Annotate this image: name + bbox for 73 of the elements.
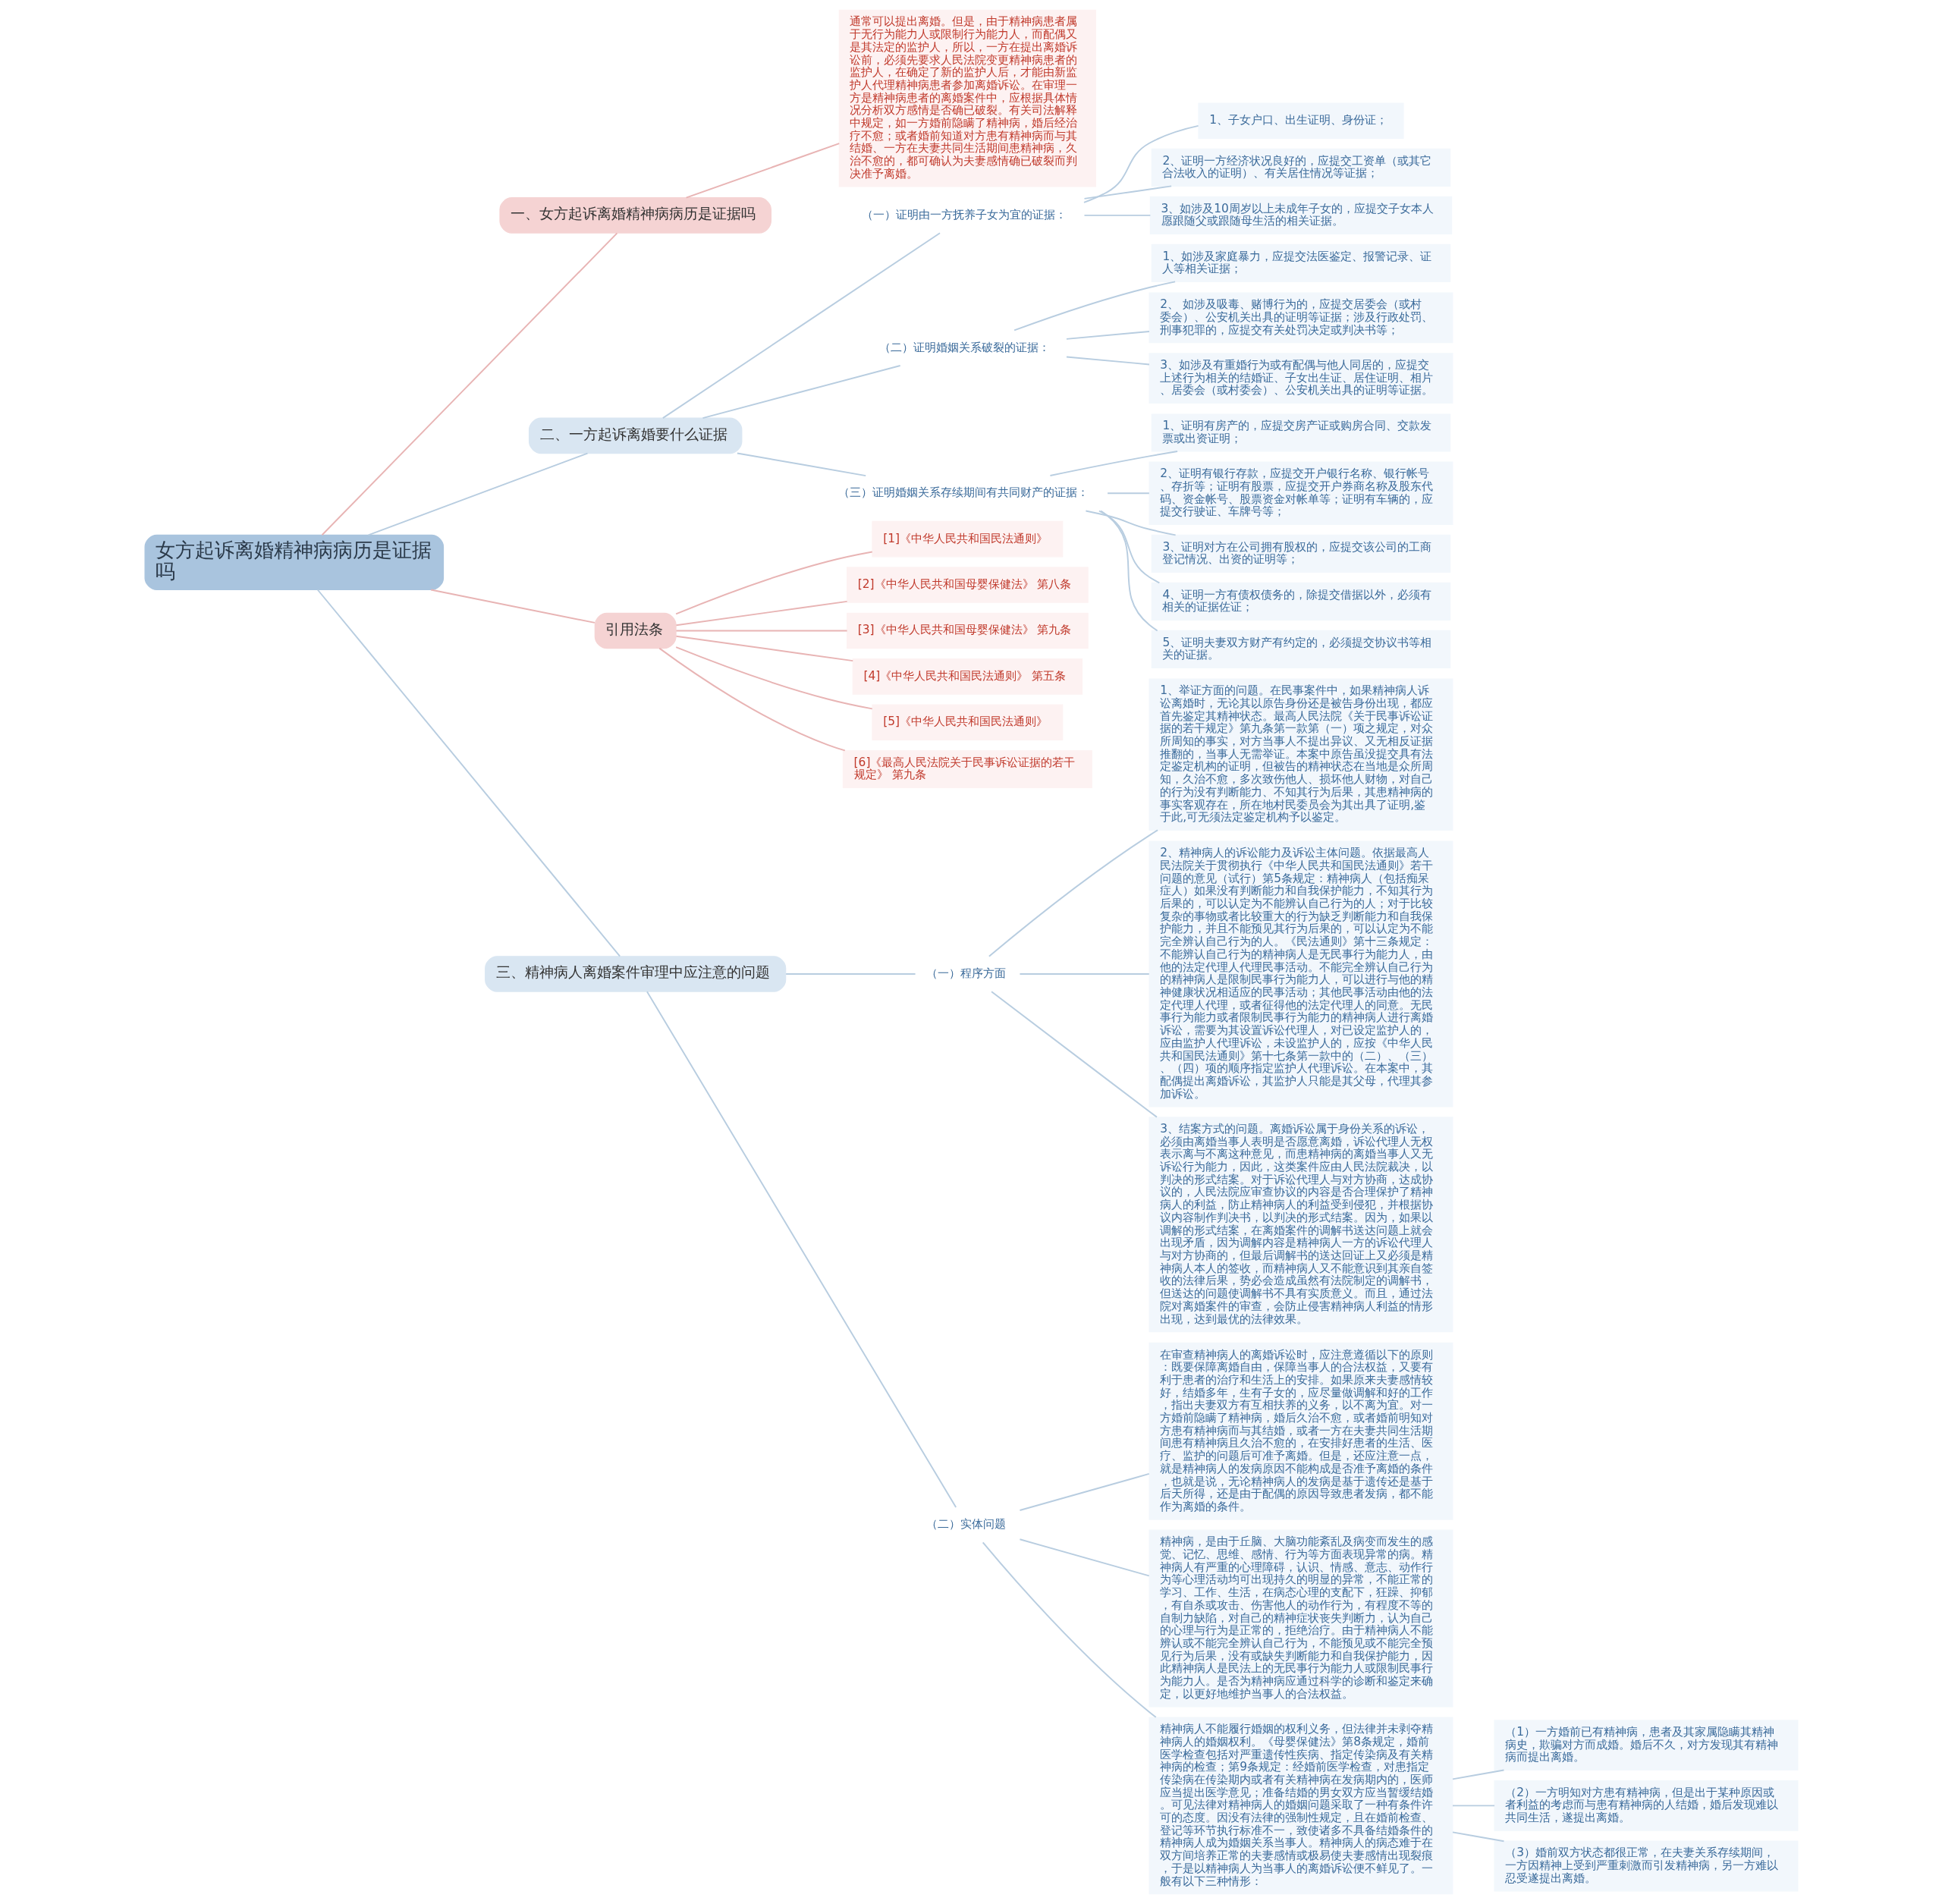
connector (1065, 356, 1150, 366)
node-text: （一）证明由一方抚养子女为宜的证据： (861, 207, 1067, 222)
connector (675, 600, 848, 627)
connector (646, 991, 957, 1508)
node-box: 2、证明一方经济状况良好的，应提交工资单（或其它合法收入的证明）、有关居住情况等证据； (1151, 148, 1450, 187)
connector (661, 232, 941, 419)
connector (1019, 1538, 1150, 1577)
connector (429, 589, 595, 624)
node-box: 三、精神病人离婚案件审理中应注意的问题 (484, 956, 786, 992)
node-box: 3、如涉及10周岁以上未成年子女的，应提交子女本人愿跟随父或跟随母生活的相关证据。 (1149, 196, 1452, 234)
node-box: （2）一方明知对方患有精神病，但是出于某种原因或者利益的考虑而与患有精神病的人结婚，婚后发现难以共同生活，遂提出离婚。 (1493, 1780, 1798, 1831)
node-box: 在审查精神病人的离婚诉讼时，应注意遵循以下的原则：既要保障离婚自由，保障当事人的合法权益，又要有利于患者的治疗和生活上的安排。如果原来夫妻感情较好，结婚多年，生有子女的，应尽量做调解和好的工作，指出夫妻双方有互相扶养的义务，以不离为宜。对一方婚前隐瞒了精神病，婚后久治不愈，或者婚前明知对方患有精神病而与其结婚，或者一方在夫妻共同生活期间患有精神病且久治不愈的，在安排好患者的生活、医疗、监护的问题后可准予离婚。但是，还应注意一点，就是精神病人的发病原因不能构成是否准予离婚的条件，也就是说，无论精神病人的发病是基于遗传还是基于后天所得，还是由于配偶的原因导致患者发病，都不能作为离婚的条件。 (1148, 1342, 1453, 1520)
node-box: 5、证明夫妻双方财产有约定的，必须提交协议书等相关的证据。 (1151, 630, 1450, 668)
connector (658, 647, 846, 752)
connector (685, 143, 840, 199)
node-box: 3、证明对方在公司拥有股权的，应提交该公司的工商登记情况、出资的证明等； (1151, 534, 1450, 573)
node-text: （二）证明婚姻关系破裂的证据： (878, 340, 1050, 354)
connector (1084, 510, 1177, 536)
connector (736, 452, 866, 477)
node-box: 1、如涉及家庭暴力，应提交法医鉴定、报警记录、证人等相关证据； (1151, 243, 1450, 282)
node-box: 2、精神病人的诉讼能力及诉讼主体问题。依据最高人民法院关于贯彻执行《中华人民共和国民法通则》若干问题的意见（试行）第5条规定：精神病人（包括痴呆症人）如果没有判断能力和自我保护能力，不知其行为后果的，可以认定为不能辨认自己行为的人；对于比较复杂的事物或者比较重大的行为缺乏判断能力和自我保护能力，并且不能预见其行为后果的，可以认定为不能完全辨认自己行为的人。《民法通则》第十三条规定：不能辨认自己行为的精神病人是无民事行为能力人，由他的法定代理人代理民事活动。不能完全辨认自己行为的精神病人是限制民事行为能力人，可以进行与他的精神健康状况相适应的民事活动；其他民事活动由他的法定代理人代理，或者征得他的法定代理人的同意。无民事行为能力或者限制民事行为能力的精神病人进行离婚诉讼，需要为其设置诉讼代理人，对已设定监护人的，应由监护人代理诉讼，未设监护人的，应按《中华人民共和国民法通则》第十七条第一款中的（二）、（三）、（四）项的顺序指定监护人代理诉讼。在本案中，其配偶提出离婚诉讼，其监护人只能是其父母，代理其参加诉讼。 (1148, 840, 1453, 1108)
connector (1019, 1472, 1150, 1511)
node-box: 精神病，是由于丘脑、大脑功能紊乱及病变而发生的感觉、记忆、思维、感情、行为等方面表现异常的病。精神病人有严重的心理障碍，认识、情感、意志、动作行为等心理活动均可出现持久的明显的异常，不能正常的学习、工作、生活，在病态心理的支配下，狂躁、抑郁，有自杀或攻击、伤害他人的动作行为，有程度不等的自制力缺陷，对自己的精神症状丧失判断力，认为自己的心理与行为是正常的，拒绝治疗。由于精神病人不能辨认或不能完全辨认自己行为，不能预见或不能完全预见行为后果，没有或缺失判断能力和自我保护能力，因此精神病人是民法上的无民事行为能力人或限制民事行为能力人。是否为精神病应通过科学的诊断和鉴定来确定，以更好地维护当事人的合法权益。 (1148, 1529, 1453, 1708)
node-box: 4、证明一方有债权债务的，除提交借据以外，必须有相关的证据佐证； (1151, 582, 1450, 621)
connector (674, 551, 873, 615)
connector (1019, 972, 1150, 975)
node-box: 精神病人不能履行婚姻的权利义务，但法律并未剥夺精神病人的婚姻权利。《母婴保健法》第8条规定，婚前医学检查包括对严重遗传性疾病、指定传染病及有关精神病的检查；第9条规定：经婚前医学检查，对患指定传染病在传染期内或者有关精神病在发病期内的，医师应当提出医学意见；准备结婚的男女双方应当暂缓结婚。可见法律对精神病人的婚姻问题采取了一种有条件许可的态度。因没有法律的强制性规定，且在婚前检查、登记等环节执行标准不一，致使诸多不具备结婚条件的精神病人成为婚姻关系当事人。精神病人的病态难于在双方间培养正常的夫妻感情或极易使夫妻感情出现裂痕，于是以精神病人为当事人的离婚诉讼便不鲜见了。一般有以下三种情形： (1148, 1717, 1453, 1895)
connector (784, 972, 916, 975)
connector (988, 829, 1158, 957)
node-box: 3、结案方式的问题。离婚诉讼属于身份关系的诉讼，必须由离婚当事人表明是否愿意离婚，诉讼代理人无权表示离与不离这种意见，而患精神病的离婚当事人又无诉讼行为能力，因此，这类案件应由人民法院裁决，以判决的形式结案。对于诉讼代理人与对方协商，达成协议的，人民法院应审查协议的内容是否合理保护了精神病人的利益，防止精神病人的利益受到侵犯，并根据协议内容制作判决书，以判决的形式结案。因为，如果以调解的形式结案，在离婚案件的调解书送达问题上就会出现矛盾，因为调解内容是精神病人一方的诉讼代理人与对方协商的，但最后调解书的送达回证上又必须是精神病人本人的签收，而精神病人又不能意识到其亲自签收的法律后果，势必会造成虽然有法院制定的调解书，但送达的问题使调解书不具有实质意义。而且，通过法院对离婚案件的审查，会防止侵害精神病人利益的情形出现，达到最优的法律效果。 (1148, 1117, 1453, 1333)
node-box: [5]《中华人民共和国民法通则》 (871, 704, 1063, 741)
connector (1106, 492, 1150, 495)
connector (1451, 1769, 1504, 1780)
node-box: [1]《中华人民共和国民法通则》 (871, 520, 1063, 558)
node-box: [6]《最高人民法院关于民事诉讼证据的若干规定》 第九条 (842, 749, 1092, 789)
connector (1098, 510, 1160, 584)
node-box: 引用法条 (594, 612, 677, 649)
connector (321, 232, 617, 536)
connector (990, 991, 1158, 1118)
connector (367, 452, 588, 536)
connector (1049, 451, 1178, 476)
node-box: 1、子女户口、出生证明、身份证； (1197, 102, 1404, 139)
node-box: 2、证明有银行存款，应提交开户银行名称、银行帐号、存折等；证明有股票，应提交开户券商名称及股东代码、资金帐号、股票资金对帐单等；证明有车辆的，应提交行驶证、车牌号等； (1148, 461, 1453, 525)
node-box: 1、证明有房产的，应提交房产证或购房合同、交款发票或出资证明； (1151, 413, 1450, 452)
node-text: （三）证明婚姻关系存续期间有共同财产的证据： (837, 485, 1089, 500)
connector (982, 1541, 1157, 1718)
connector (1451, 1831, 1504, 1843)
node-box: 2、 如涉及吸毒、赌博行为的，应提交居委会（或村委会）、公安机关出具的证明等证据；涉及行政处罚、刑事犯罪的，应提交有关处罚决定或判决书等； (1148, 292, 1453, 344)
node-box: 3、如涉及有重婚行为或有配偶与他人同居的，应提交上述行为相关的结婚证、子女出生证、居住证明、相片、居委会（或村委会）、公安机关出具的证明等证据。 (1148, 353, 1453, 404)
connector (1065, 331, 1150, 340)
node-box: （1）一方婚前已有精神病，患者及其家属隐瞒其精神病史，欺骗对方而成婚。婚后不久，对方发现其有精神病而提出离婚。 (1493, 1720, 1798, 1771)
node-box: （3）婚前双方状态都很正常，在夫妻关系存续期间，一方因精神上受到严重刺激而引发精神病，另一方难以忍受遂提出离婚。 (1493, 1840, 1798, 1892)
connector (674, 646, 873, 710)
connector (1083, 185, 1172, 200)
connector (702, 365, 901, 419)
connector (1099, 510, 1158, 632)
connector (1083, 124, 1199, 203)
node-box: [2]《中华人民共和国母婴保健法》 第八条 (846, 567, 1089, 603)
node-box: 女方起诉离婚精神病病历是证据吗 (144, 534, 444, 591)
connector (316, 589, 621, 957)
connector (675, 630, 848, 632)
node-box: [3]《中华人民共和国母婴保健法》 第九条 (846, 612, 1089, 649)
connector (1083, 214, 1151, 216)
node-text: （一）程序方面 (925, 966, 1006, 980)
connector (1013, 281, 1176, 331)
node-box: 二、一方起诉离婚要什么证据 (528, 417, 742, 454)
node-box: 一、女方起诉离婚精神病病历是证据吗 (498, 197, 771, 234)
connector (1451, 1805, 1495, 1807)
node-text: （二）实体问题 (925, 1517, 1006, 1532)
node-box: [4]《中华人民共和国民法通则》 第五条 (852, 658, 1083, 695)
node-box: 1、举证方面的问题。在民事案件中，如果精神病人诉讼离婚时，无论其以原告身份还是被告身份出现，都应首先鉴定其精神状态。最高人民法院《关于民事诉讼证据的若干规定》第九条第一款第（一）项之规定，对众所周知的事实，对方当事人不提出异议、又无相反证据推翻的，当事人无需举证。本案中原告虽没提交具有法定鉴定机构的证明，但被告的精神状态在当地是众所周知，久治不愈，多次致伤他人、损坏他人财物，对自己的行为没有判断能力、不知其行为后果，其患精神病的事实客观存在，所在地村民委员会为其出具了证明,鉴于此,可无须法定鉴定机构予以鉴定。 (1148, 678, 1453, 831)
node-box: 通常可以提出离婚。但是，由于精神病患者属于无行为能力人或限制行为能力人，而配偶又是其法定的监护人，所以，一方在提出离婚诉讼前，必须先要求人民法院变更精神病患者的监护人，在确定了新的监护人后，才能由新监护人代理精神病患者参加离婚诉讼。在审理一方是精神病患者的离婚案件中，应根据具体情况分析双方感情是否确已破裂。有关司法解释中规定，如一方婚前隐瞒了精神病，婚后经治疗不愈；或者婚前知道对方患有精神病而与其结婚、一方在夫妻共同生活期间患精神病，久治不愈的，都可确认为夫妻感情确已破裂而判决准予离婚。 (838, 9, 1096, 187)
connector (675, 635, 853, 662)
